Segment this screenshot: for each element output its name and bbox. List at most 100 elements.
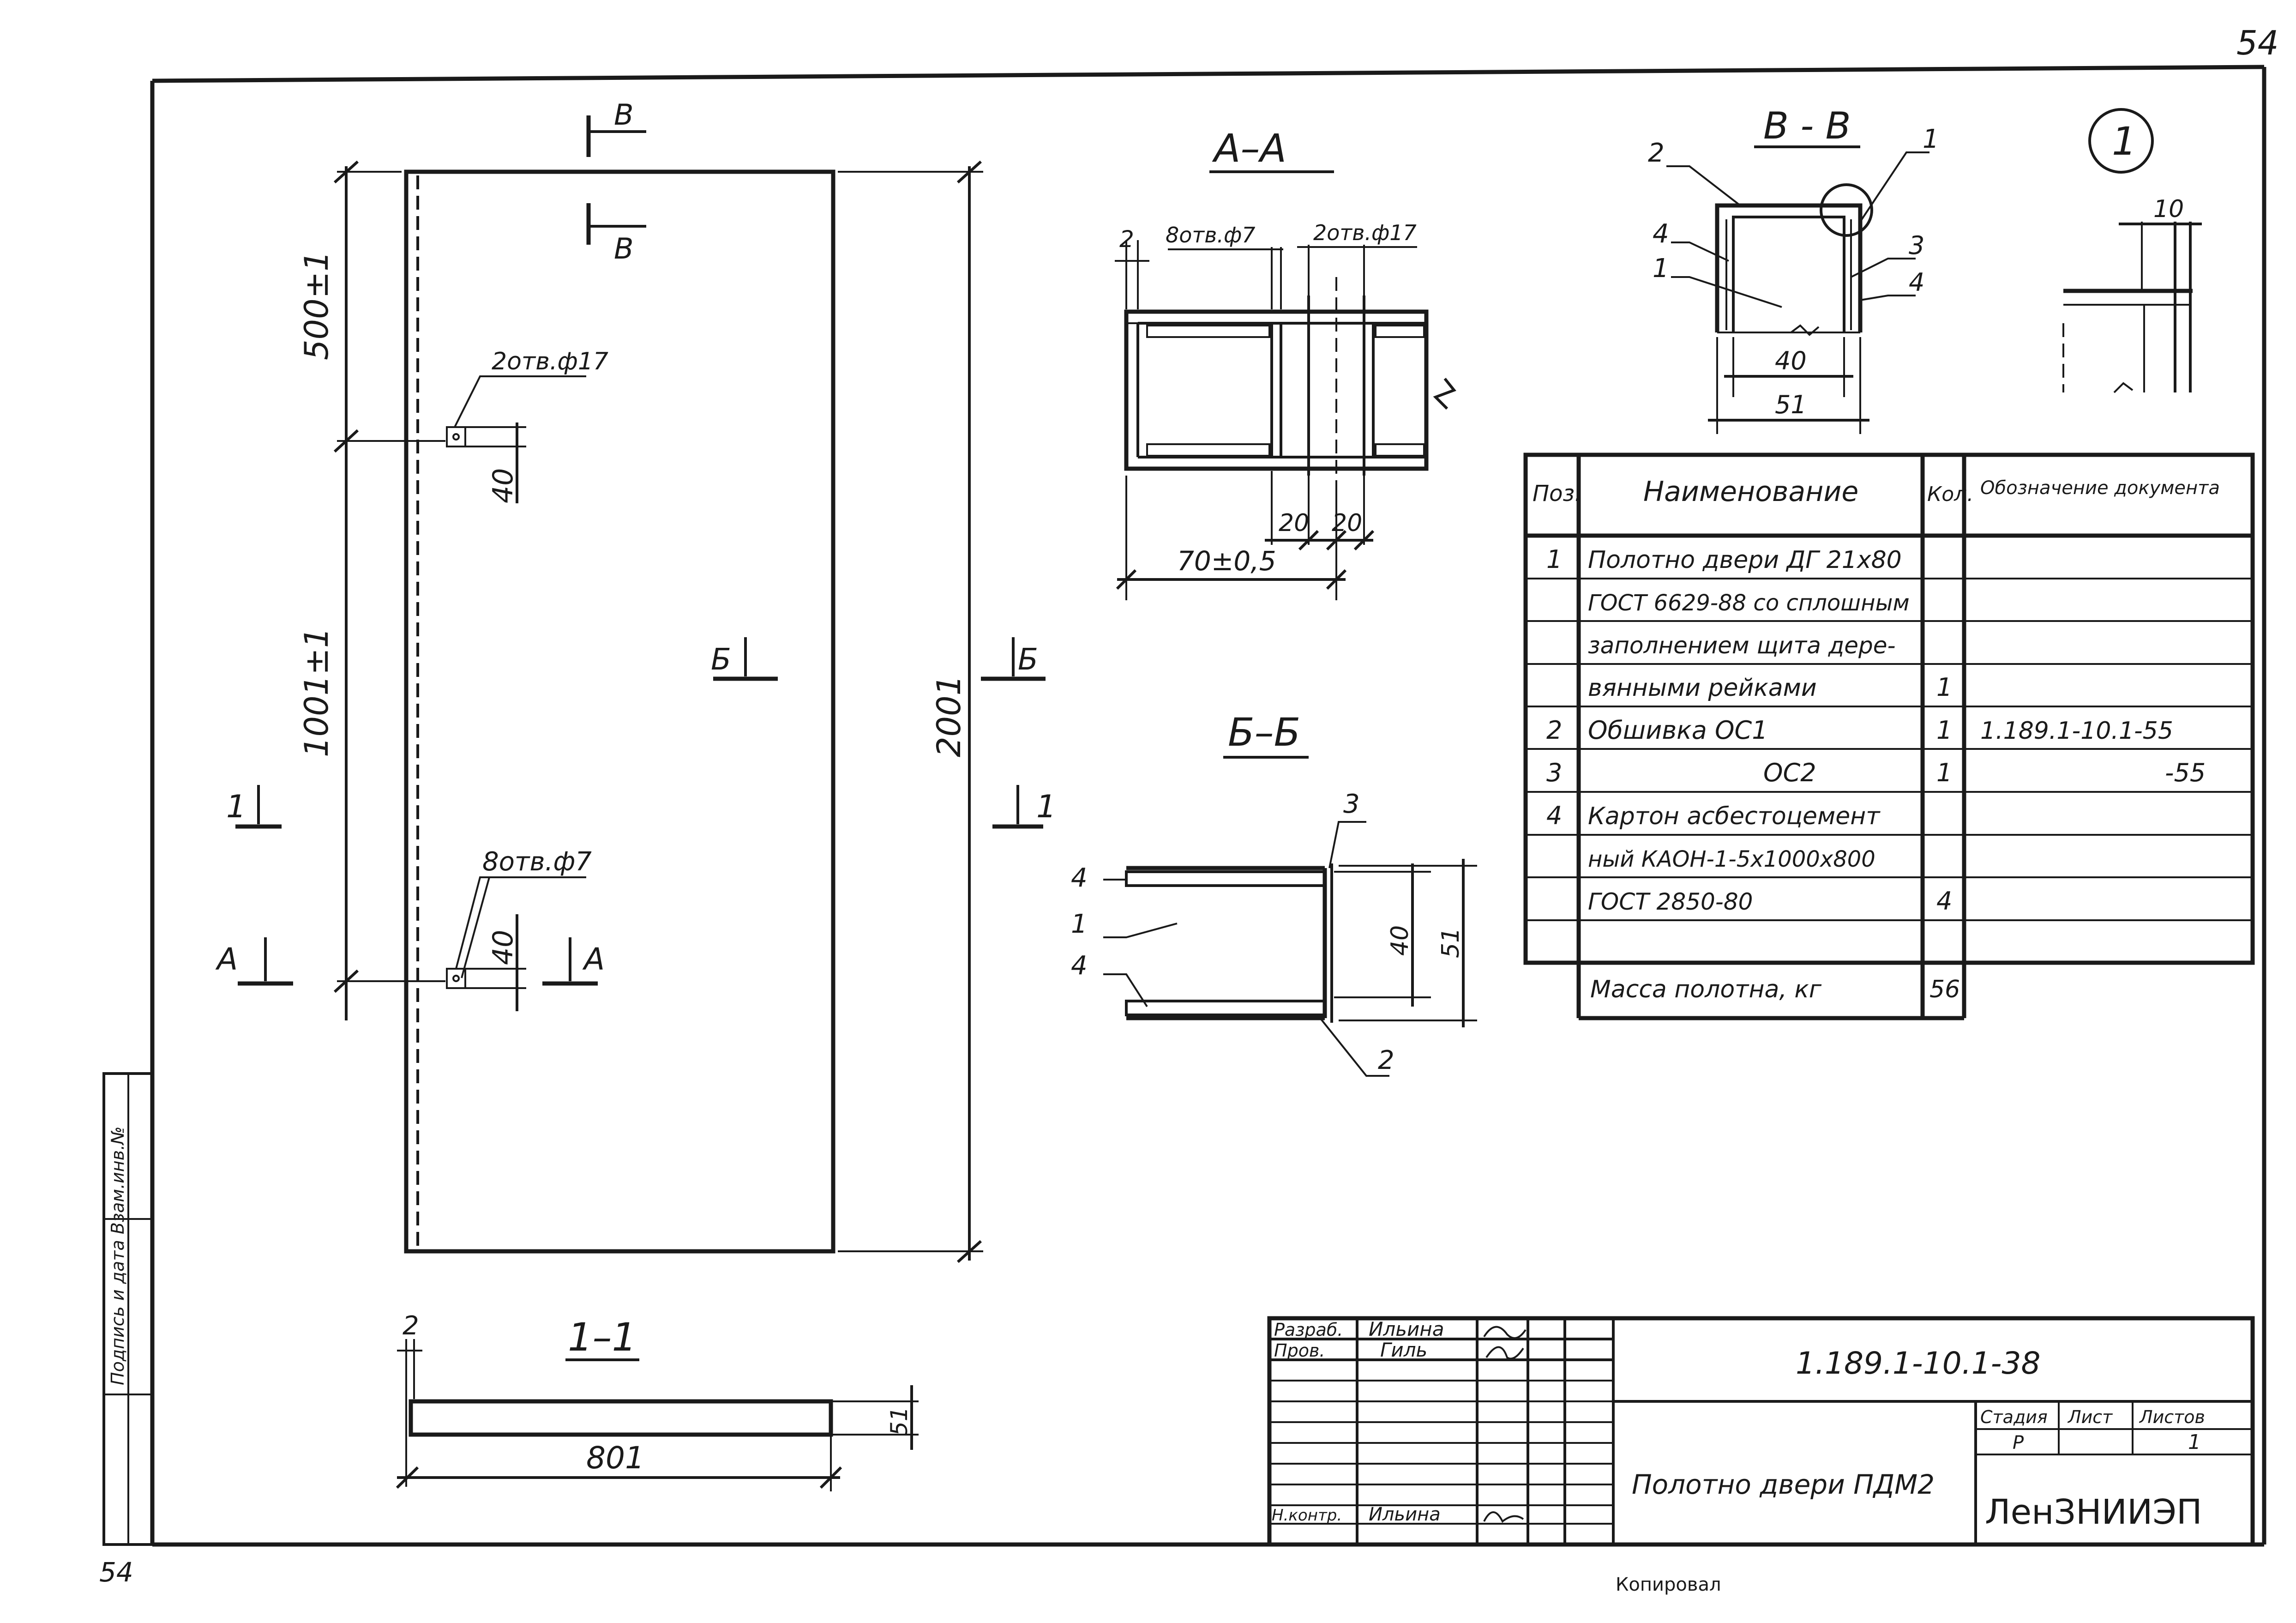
dim-500: 500±1 [298,251,336,360]
spec-mass-value: 56 [1929,976,1960,1003]
spec-table: Поз. Наименование Кол. Обозначение докум… [1523,453,2255,1020]
hole-d17-icon [452,433,460,440]
a-a-holes-small: 8отв.ф7 [1166,223,1256,247]
section-1-1-profile [409,1399,833,1437]
dim-v-v-51: 51 [1775,390,1807,419]
dim-hole-40-bottom: 40 [487,930,519,965]
section-a-a: А–А 2 8отв.ф7 2отв.ф17 [1115,126,1456,600]
v-v-pos-1-left: 1 [1653,253,1669,284]
spec-mass-label: Масса полотна, кг [1590,976,1822,1003]
holes-d7-label: 8отв.ф7 [482,847,592,877]
tb-norm-signature [1483,1511,1524,1523]
v-v-pos-4-left: 4 [1653,219,1669,249]
section-b-b: Б–Б 40 51 3 2 4 1 4 [1071,710,1477,1077]
b-b-pos-4-bottom: 4 [1071,951,1088,981]
spec-row-name: ОС2 [1763,758,1816,787]
spec-row-name: Обшивка ОС1 [1588,716,1768,745]
dim-a-a-20-left: 20 [1279,509,1309,537]
v-v-pos-1-top: 1 [1923,124,1939,154]
cut-b-label-left: Б [711,643,731,677]
section-a-a-title: А–А [1212,126,1286,171]
hole-d17-marker [446,426,466,447]
spec-row-pos: 1 [1546,545,1562,574]
dim-b-b-51: 51 [1437,928,1465,958]
tb-sheets-value: 1 [2188,1430,2201,1454]
dim-1-1-51: 51 [886,1406,913,1436]
spec-row-doc: -55 [2165,758,2206,787]
dim-b-b-40: 40 [1386,925,1414,956]
cut-1-label-left: 1 [226,789,246,825]
sheet-frame [150,65,2266,1547]
tb-stage-value: Р [2013,1432,2024,1454]
tb-sheets-label: Листов [2139,1407,2205,1427]
page-number: 54 [2236,24,2279,62]
spec-row-name: ный КАОН-1-5х1000х800 [1588,846,1875,872]
cut-v-label-top: В [614,98,634,132]
sheet-marker: 1 [2112,119,2136,164]
tb-organization: ЛенЗНИИЭП [1985,1492,2202,1532]
b-b-pos-4-top: 4 [1071,863,1088,893]
tb-checker-signature [1485,1346,1524,1360]
dim-1-1-2: 2 [403,1311,419,1341]
door-main-view: 500±1 1001±1 2001 40 40 2отв.ф17 8отв.ф7 [298,160,983,1263]
dim-a-a-2: 2 [1119,226,1134,253]
tb-stage-label: Стадия [1980,1407,2048,1427]
sheet-marker-circle [2088,108,2154,174]
dim-1-1-801: 801 [586,1440,644,1476]
spec-header-name: Наименование [1643,476,1858,508]
dim-1001: 1001±1 [298,627,336,757]
dim-v-v-40: 40 [1775,346,1807,375]
spec-row-pos: 4 [1546,801,1562,830]
page-number-bottom: 54 [99,1557,133,1588]
v-v-pos-3: 3 [1909,231,1924,260]
tb-checker-name: Гиль [1380,1339,1427,1361]
side-stamp: Подпись и дата Взам.инв.№ [102,1072,154,1546]
spec-row-name: Полотно двери ДГ 21х80 [1588,546,1902,574]
tb-developer-name: Ильина [1369,1318,1444,1340]
cut-1-label-right: 1 [1036,789,1056,825]
spec-row-qty: 1 [1936,758,1952,787]
spec-header-pos: Поз. [1533,481,1581,507]
section-v-v: В - В 40 51 2 1 4 1 3 4 [1648,104,1939,434]
cut-a-label-left: А [215,941,238,977]
tb-developer-signature [1483,1326,1527,1339]
tb-sheet-label: Лист [2067,1407,2113,1427]
v-v-pos-4-right: 4 [1909,268,1924,297]
spec-row-name: ГОСТ 6629-88 со сплошным [1588,590,1910,616]
title-block: Разраб. Ильина Пров. Гиль Н.контр. Ильин… [1267,1316,2255,1547]
spec-row-qty: 1 [1936,673,1952,702]
b-b-pos-2: 2 [1378,1045,1394,1075]
dim-a-a-70: 70±0,5 [1177,545,1276,577]
cut-v-label-bottom: В [614,232,634,265]
spec-row-name: ГОСТ 2850-80 [1588,888,1753,915]
holes-d17-label: 2отв.ф17 [492,348,608,375]
spec-row-pos: 3 [1546,758,1562,787]
dim-hole-40-top: 40 [487,468,519,503]
a-a-holes-large: 2отв.ф17 [1313,220,1417,245]
section-b-b-title: Б–Б [1228,710,1300,755]
v-v-pos-2: 2 [1648,138,1665,168]
spec-row-pos: 2 [1546,716,1562,745]
tb-developer-label: Разраб. [1274,1320,1343,1340]
spec-header-qty: Кол. [1927,483,1973,506]
detail-1: 1 10 [2062,108,2202,393]
spec-row-name: заполнением щита дере- [1588,632,1896,659]
section-1-1: 1–1 2 51 801 [396,1311,919,1491]
spec-row-qty: 4 [1936,887,1952,916]
spec-row-qty: 1 [1936,716,1952,745]
spec-row-name: вянными рейками [1588,674,1817,702]
tb-norm-label: Н.контр. [1272,1506,1342,1525]
dim-detail-10: 10 [2153,195,2184,223]
tb-doc-title: Полотно двери ПДМ2 [1632,1469,1935,1500]
footer-copied: Копировал [1616,1574,1721,1595]
tb-norm-name: Ильина [1369,1504,1441,1525]
tb-checker-label: Пров. [1274,1340,1325,1361]
section-a-a-body [1124,309,1429,471]
cut-a-label-right: А [582,941,605,977]
section-v-v-title: В - В [1763,104,1851,147]
spec-row-doc: 1.189.1-10.1-55 [1980,717,2173,745]
side-stamp-label: Подпись и дата Взам.инв.№ [108,1126,128,1385]
dim-2001: 2001 [930,675,968,757]
hole-d7-icon [452,975,460,982]
